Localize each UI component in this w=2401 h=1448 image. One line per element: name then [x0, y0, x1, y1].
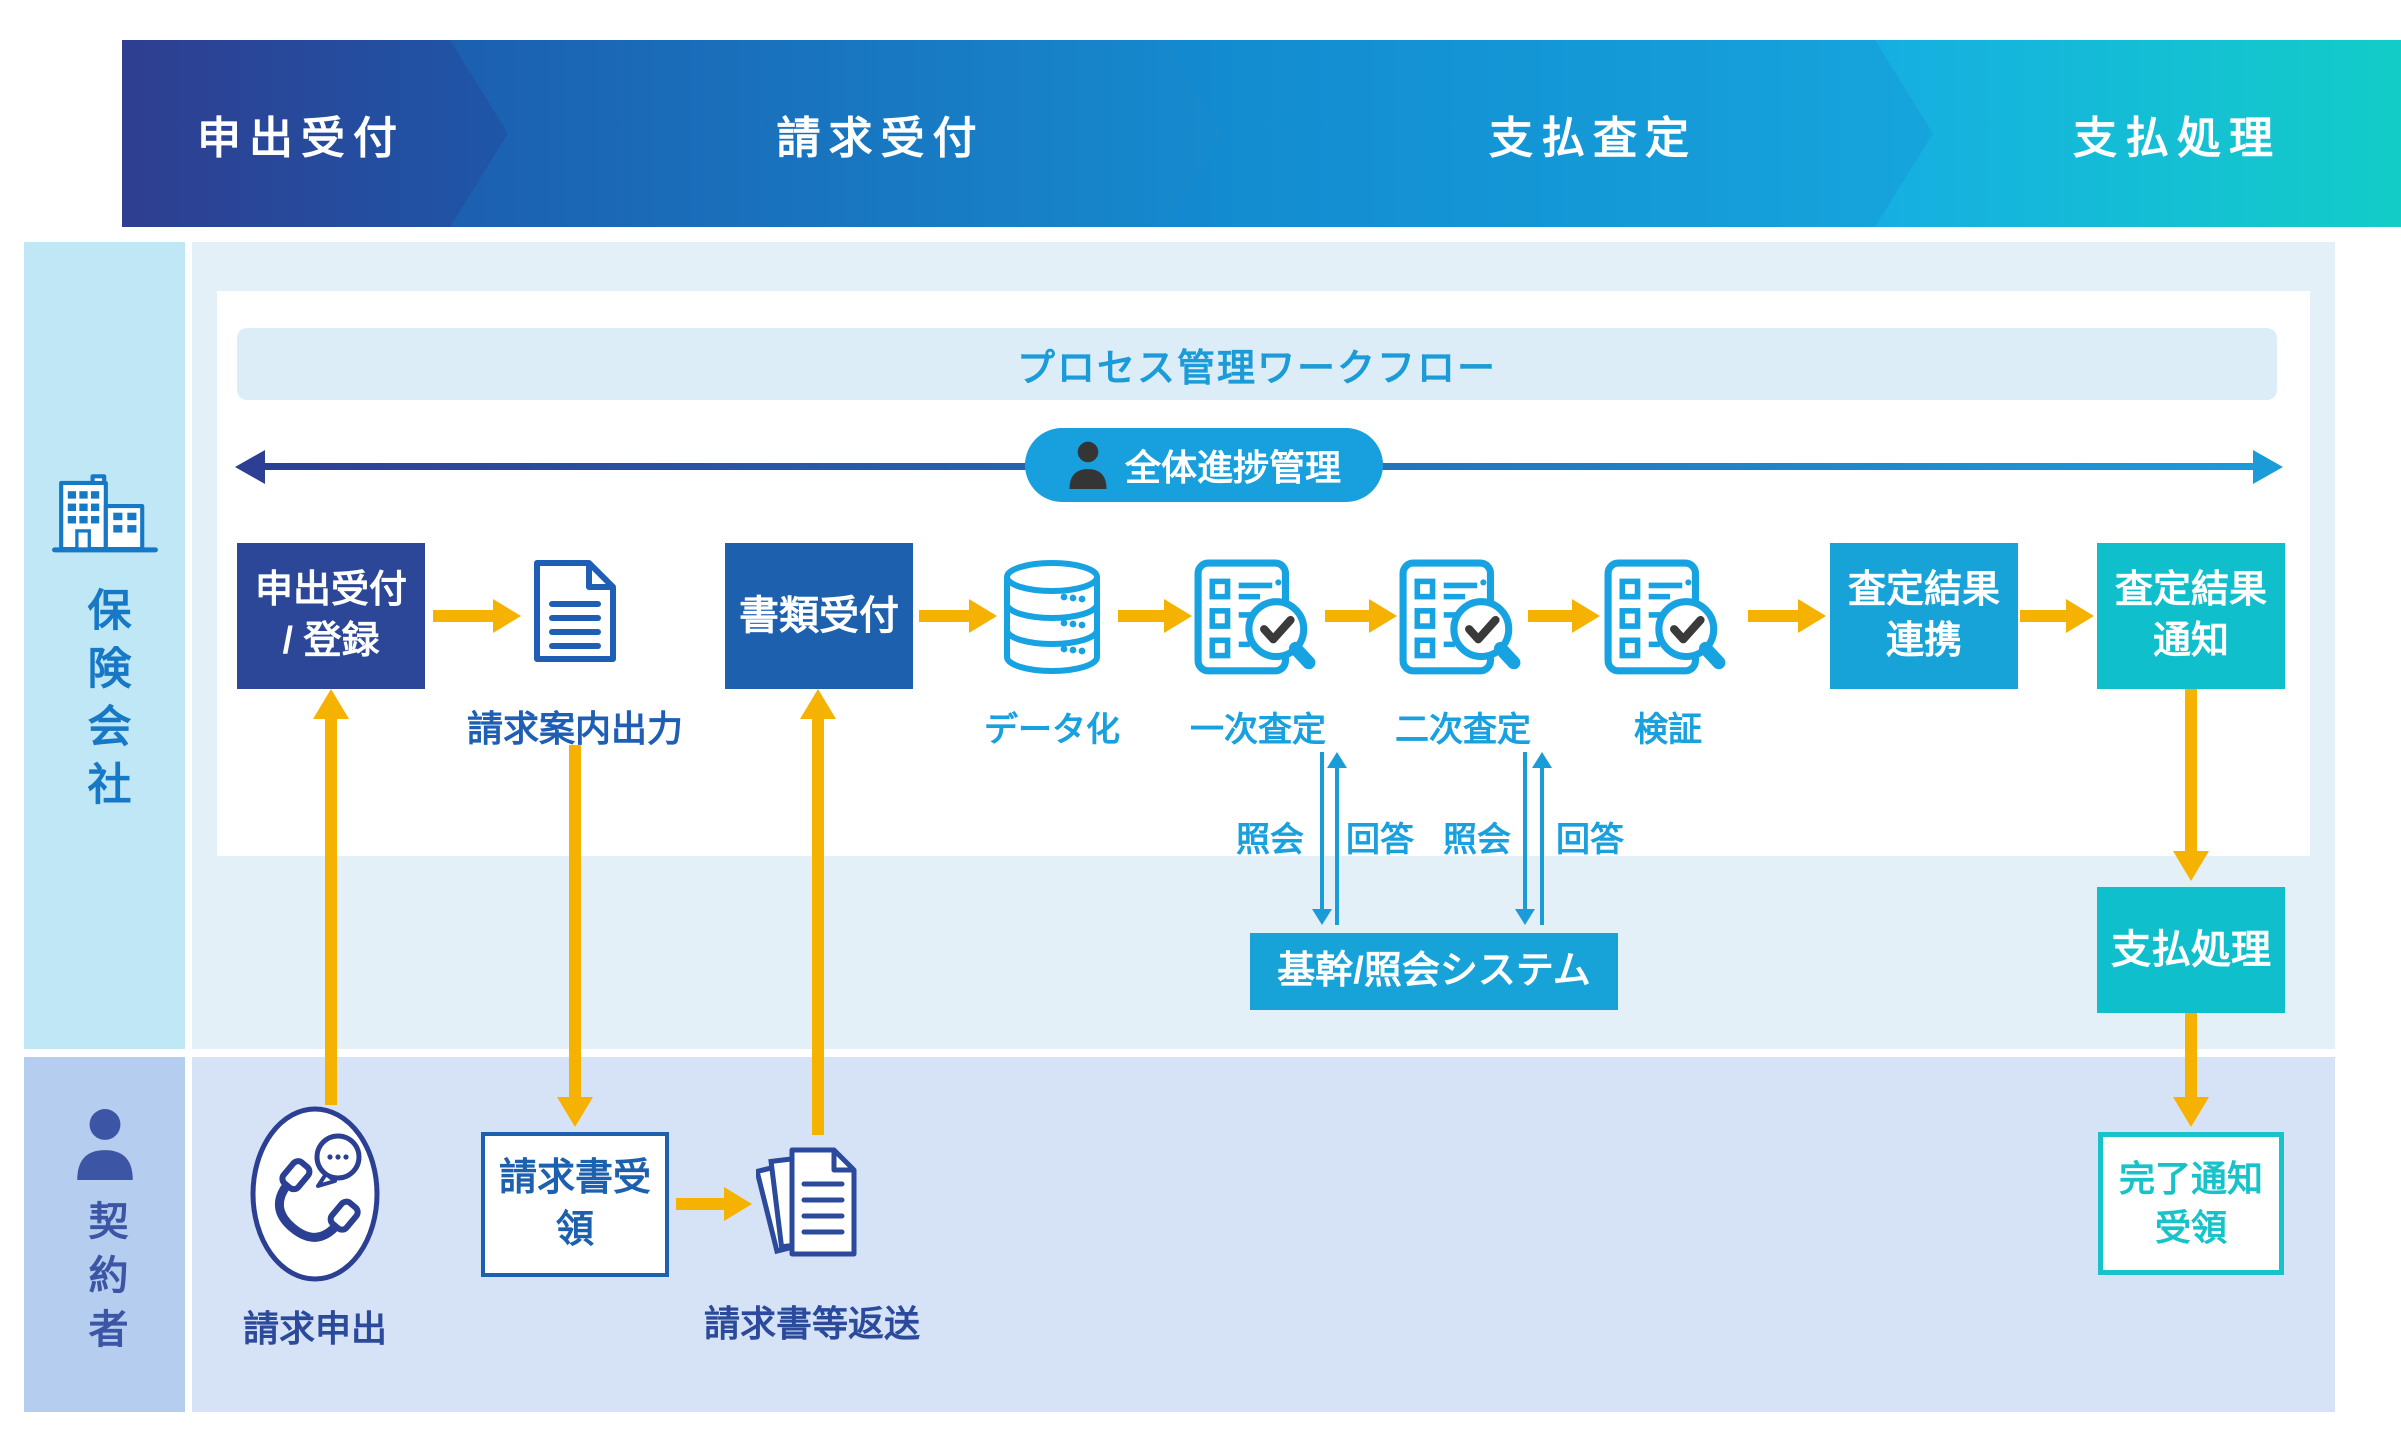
payment-processing-box: 支払処理	[2097, 887, 2285, 1013]
down-arrow-icon	[557, 745, 593, 1127]
person-icon	[1067, 441, 1109, 489]
lane-label-policyholder: 契約者	[82, 1199, 127, 1362]
answer-up-arrow-icon	[1532, 752, 1552, 925]
assessment-result-notice-box: 査定結果 通知	[2097, 543, 2285, 689]
invoice-return-label: 請求書等返送	[703, 1303, 920, 1344]
answer-label-1: 回答	[1346, 821, 1414, 859]
phase-label: 請求受付	[776, 113, 985, 163]
inquiry-down-arrow-icon	[1515, 752, 1535, 925]
completion-line1: 完了通知	[2118, 1157, 2263, 1199]
second-assessment-label: 二次査定	[1395, 711, 1531, 749]
up-arrow-icon	[313, 689, 349, 1105]
claim-guide-label: 請求案内出力	[466, 708, 683, 749]
down-arrow-icon	[2173, 1013, 2209, 1127]
data-entry-label: データ化	[984, 711, 1120, 749]
document-reception-box: 書類受付	[725, 543, 913, 689]
flow-arrow-icon	[1118, 599, 1192, 633]
intake-registration-box: 申出受付 / 登録	[237, 543, 425, 689]
lane-header-insurer: 保険会社	[24, 242, 185, 1049]
flow-arrow-icon	[1748, 599, 1826, 633]
result-link-line1: 査定結果	[1847, 568, 2000, 611]
building-icon	[51, 473, 159, 559]
completion-line2: 受領	[2154, 1206, 2227, 1248]
first-assessment-label: 一次査定	[1190, 711, 1326, 749]
phone-icon	[250, 1105, 380, 1283]
phase-label: 申出受付	[197, 113, 405, 163]
overall-progress-label: 全体進捗管理	[1124, 447, 1341, 488]
flow-arrow-icon	[919, 599, 997, 633]
database-icon	[1002, 558, 1102, 676]
intake-line2: / 登録	[282, 620, 380, 662]
second-assessment-checklist-icon	[1398, 558, 1526, 682]
completion-notice-box: 完了通知 受領	[2098, 1132, 2284, 1275]
lane-header-policyholder: 契約者	[24, 1057, 185, 1412]
intake-line1: 申出受付	[254, 568, 407, 611]
documents-return-icon	[756, 1140, 868, 1266]
lane-label-insurer: 保険会社	[80, 586, 130, 819]
workflow-banner: プロセス管理ワークフロー	[237, 328, 2277, 400]
answer-label-2: 回答	[1556, 821, 1624, 859]
phase-chevron-application-reception: 申出受付	[122, 40, 538, 227]
result-notice-line2: 通知	[2152, 620, 2229, 662]
verification-label: 検証	[1634, 711, 1702, 749]
inquiry-label-2: 照会	[1443, 821, 1511, 859]
up-arrow-icon	[800, 689, 836, 1135]
flow-arrow-icon	[433, 599, 521, 633]
phase-chevron-payment-processing: 支払処理	[1875, 40, 2401, 227]
overall-progress-pill: 全体進捗管理	[1025, 428, 1383, 502]
inquiry-label-1: 照会	[1236, 821, 1304, 859]
flow-arrow-icon	[676, 1187, 752, 1221]
claim-guide-document-icon	[532, 558, 618, 664]
phase-label: 支払査定	[1489, 113, 1697, 163]
invoice-receipt-box: 請求書受領	[481, 1132, 669, 1277]
flow-arrow-icon	[2020, 599, 2094, 633]
document-reception-label: 書類受付	[739, 594, 899, 638]
workflow-title: プロセス管理ワークフロー	[1016, 347, 1497, 390]
inquiry-down-arrow-icon	[1312, 752, 1332, 925]
verification-checklist-icon	[1603, 558, 1731, 682]
phase-label: 支払処理	[2073, 113, 2281, 163]
invoice-receipt-label: 請求書受領	[498, 1157, 651, 1251]
phase-chevron-payment-assessment: 支払査定	[1165, 40, 2021, 227]
phase-chevron-claim-reception: 請求受付	[450, 40, 1311, 227]
claim-request-label: 請求申出	[242, 1308, 387, 1349]
arrow-left-icon	[235, 450, 265, 484]
answer-up-arrow-icon	[1327, 752, 1347, 925]
arrow-right-icon	[2253, 450, 2283, 484]
first-assessment-checklist-icon	[1193, 558, 1321, 682]
core-inquiry-system-box: 基幹/照会システム	[1250, 933, 1618, 1010]
down-arrow-icon	[2173, 689, 2209, 881]
flow-arrow-icon	[1528, 599, 1600, 633]
person-icon	[74, 1108, 136, 1180]
flow-arrow-icon	[1325, 599, 1397, 633]
assessment-result-link-box: 査定結果 連携	[1830, 543, 2018, 689]
result-link-line2: 連携	[1885, 620, 1962, 662]
result-notice-line1: 査定結果	[2114, 568, 2267, 611]
payment-processing-label: 支払処理	[2111, 928, 2271, 972]
core-inquiry-system-label: 基幹/照会システム	[1277, 949, 1591, 992]
